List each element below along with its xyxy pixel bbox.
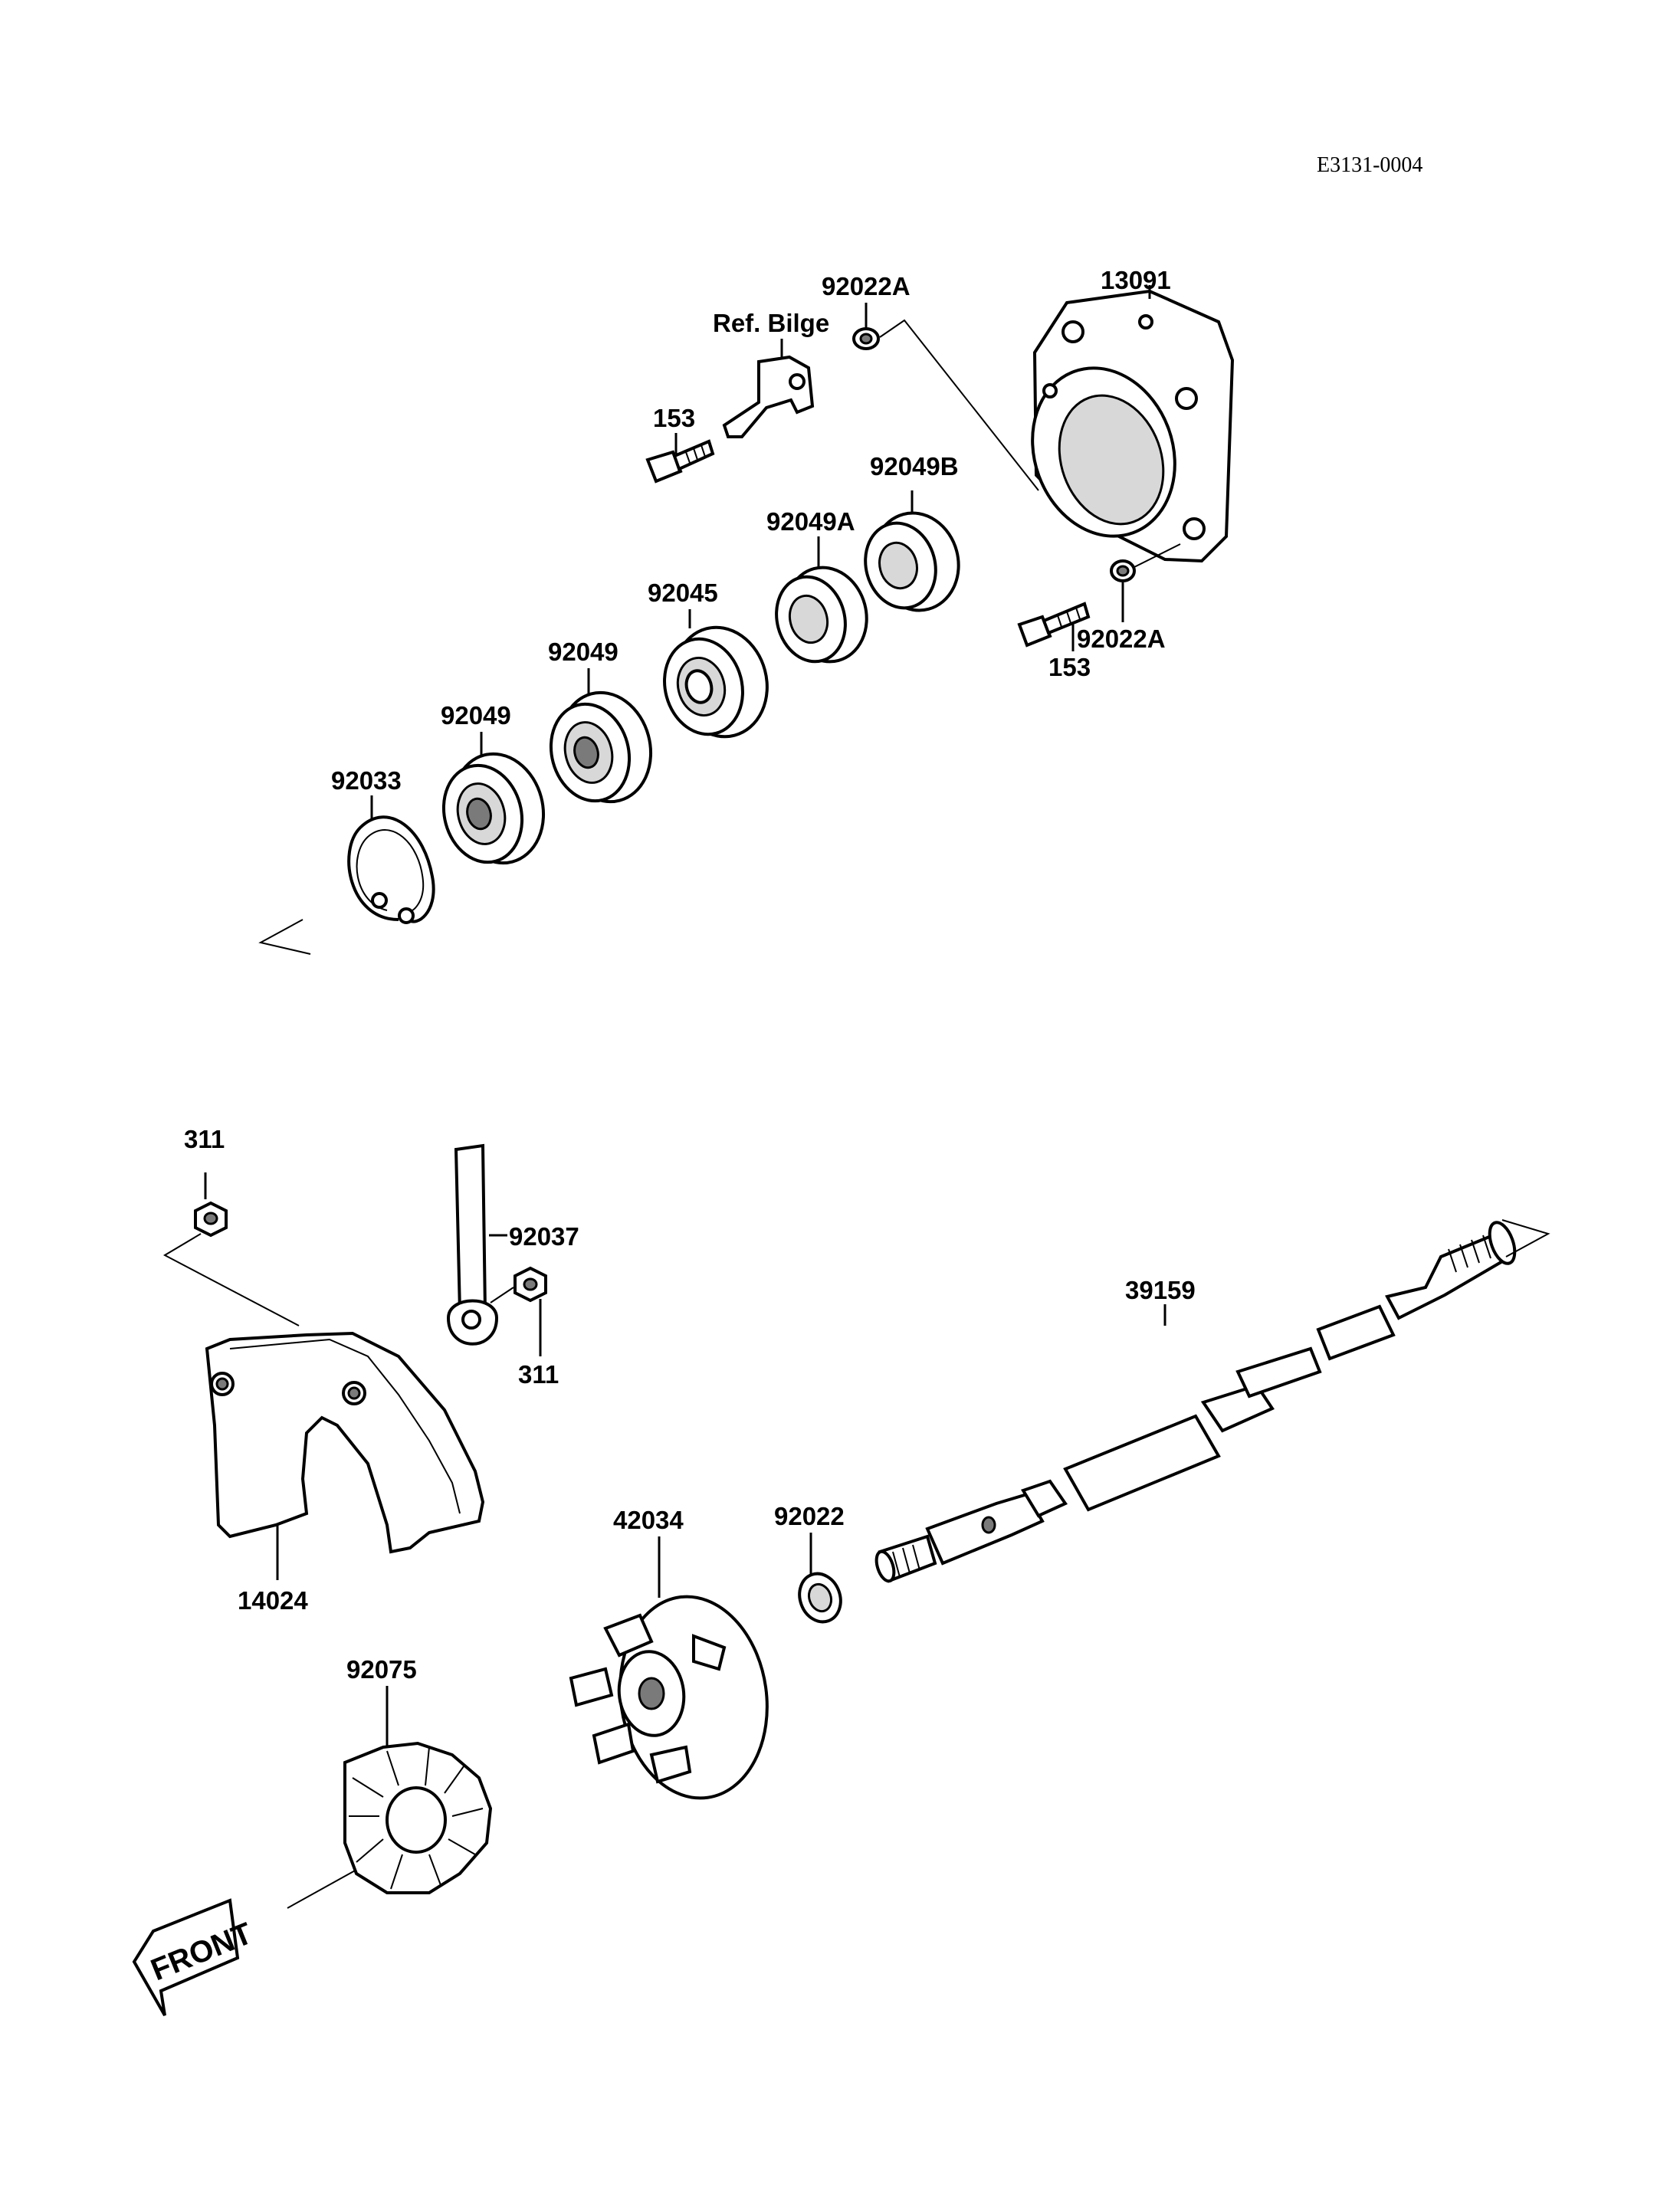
- label-92075: 92075: [346, 1655, 417, 1684]
- strap-92037: [446, 1143, 499, 1346]
- drive-shaft-39159: [874, 1221, 1517, 1583]
- label-153-bottom: 153: [1048, 653, 1091, 681]
- leader-92022A-to-housing: [879, 319, 1039, 491]
- flange-housing-13091: [1031, 289, 1235, 563]
- label-42034: 42034: [613, 1506, 684, 1534]
- label-311-right: 311: [518, 1360, 559, 1389]
- label-92049B: 92049B: [870, 452, 959, 480]
- label-311-left: 311: [184, 1125, 225, 1153]
- reference-code: E3131-0004: [1317, 153, 1422, 177]
- cover-14024: [205, 1331, 485, 1554]
- label-92033: 92033: [331, 766, 402, 795]
- label-92037: 92037: [509, 1222, 579, 1251]
- label-92045: 92045: [648, 579, 718, 607]
- seal-92049B: [864, 511, 960, 612]
- front-direction-arrow: FRONT: [132, 1898, 257, 2016]
- label-13091: 13091: [1101, 266, 1171, 294]
- label-92022: 92022: [774, 1502, 845, 1530]
- circlip-92033: [347, 815, 435, 924]
- nut-311-left: [194, 1201, 228, 1238]
- label-92022A-top: 92022A: [822, 272, 911, 300]
- leader-311-right-to-strap: [490, 1287, 514, 1303]
- coupling-42034: [569, 1595, 769, 1800]
- label-14024: 14024: [238, 1586, 308, 1615]
- damper-92075: [343, 1741, 493, 1894]
- axis-arrow-right: [1501, 1219, 1550, 1258]
- bearing-92045: [663, 625, 769, 739]
- seal-92049A: [775, 566, 868, 664]
- washer-92022A-bottom: [1110, 559, 1136, 582]
- axis-arrow-left: [258, 919, 311, 955]
- label-39159: 39159: [1125, 1276, 1196, 1304]
- nut-311-right: [514, 1266, 547, 1303]
- seal-92049-a: [549, 690, 653, 804]
- label-153-top: 153: [653, 404, 695, 432]
- washer-92022: [798, 1572, 842, 1624]
- leader-92022A-bottom-to-hole: [1134, 543, 1181, 568]
- bolt-153-top: [645, 439, 715, 484]
- label-92049-b: 92049: [441, 701, 511, 730]
- bolt-153-bottom: [1017, 602, 1091, 648]
- seal-92049-b: [441, 752, 546, 865]
- label-92049A: 92049A: [766, 507, 855, 536]
- axis-line-92075: [287, 1869, 357, 1909]
- bilge-bracket: [722, 355, 815, 438]
- label-ref-bilge: Ref. Bilge: [713, 309, 829, 337]
- washer-92022A-top: [852, 327, 880, 350]
- label-92049-a: 92049: [548, 638, 619, 666]
- label-92022A-bottom: 92022A: [1077, 625, 1166, 653]
- leader-311-left-to-cover: [162, 1233, 300, 1326]
